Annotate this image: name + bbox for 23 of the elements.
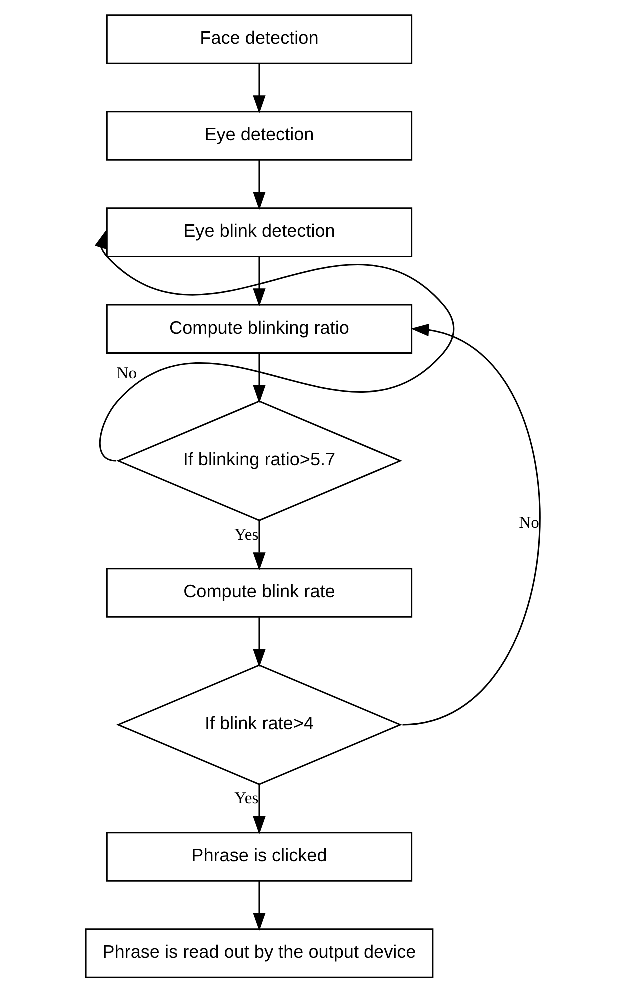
node-box: Face detection xyxy=(106,14,413,64)
arrow xyxy=(253,353,266,404)
arrow xyxy=(253,256,266,306)
node-box: Phrase is clicked xyxy=(106,832,413,882)
node-box: Phrase is read out by the output device xyxy=(85,928,434,978)
node-box: Compute blink rate xyxy=(106,568,413,618)
arrow xyxy=(402,323,540,726)
edge-label: Yes xyxy=(234,524,259,544)
node-box: Eye detection xyxy=(106,110,413,160)
edge-label: Yes xyxy=(234,788,259,808)
edge-label: No xyxy=(519,512,540,532)
arrow xyxy=(253,617,266,667)
node-diamond: If blinking ratio>5.7 xyxy=(116,400,402,521)
arrow xyxy=(94,230,455,462)
edge-label: No xyxy=(116,362,138,382)
arrow xyxy=(253,784,266,834)
arrow xyxy=(253,880,266,931)
node-box: Compute blinking ratio xyxy=(106,304,413,354)
arrow xyxy=(253,520,266,570)
arrow xyxy=(253,160,266,210)
node-box: Eye blink detection xyxy=(106,207,413,257)
arrow xyxy=(253,63,266,114)
node-diamond: If blink rate>4 xyxy=(116,664,402,785)
